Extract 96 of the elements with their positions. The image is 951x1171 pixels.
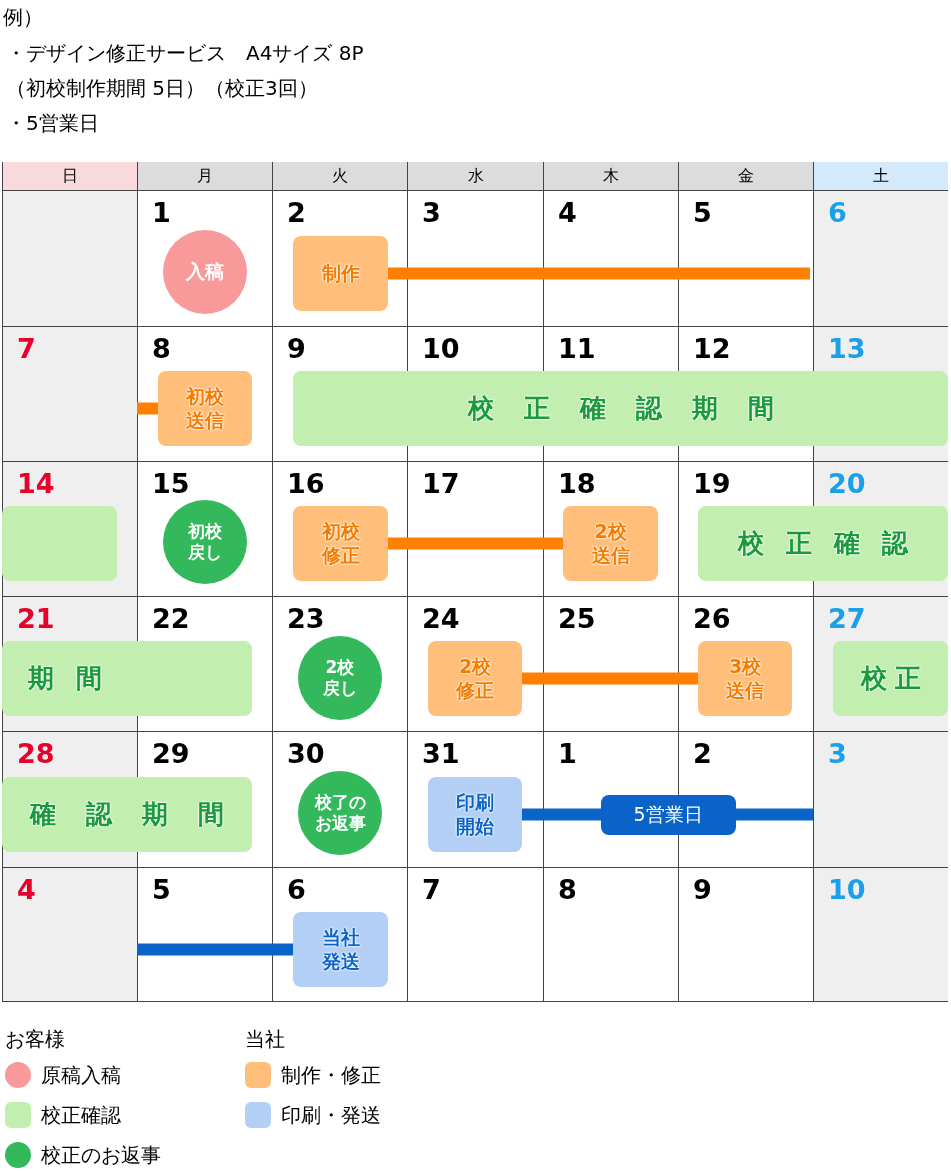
event-label: 2校送信 bbox=[590, 519, 631, 568]
task-box bbox=[428, 777, 522, 852]
day-number: 31 bbox=[422, 738, 460, 771]
event-label: 当社発送 bbox=[320, 925, 361, 974]
event-label: 校了のお返事 bbox=[313, 791, 367, 835]
task-box bbox=[293, 506, 388, 581]
day-number: 9 bbox=[287, 333, 306, 366]
event-label: 初校送信 bbox=[185, 384, 225, 433]
day-number: 3 bbox=[828, 738, 847, 771]
event-label: 校正確認 bbox=[736, 527, 930, 560]
event-label: 2校修正 bbox=[454, 654, 495, 703]
legend-text: 印刷・発送 bbox=[281, 1102, 381, 1129]
day-number: 21 bbox=[17, 603, 55, 636]
day-number: 5 bbox=[152, 874, 171, 907]
day-number: 14 bbox=[17, 468, 55, 501]
legend-text: 原稿入稿 bbox=[41, 1062, 121, 1089]
day-number: 20 bbox=[828, 468, 866, 501]
task-box bbox=[158, 371, 252, 446]
day-number: 1 bbox=[558, 738, 577, 771]
period-band bbox=[293, 371, 948, 446]
task-box bbox=[293, 236, 388, 311]
day-number: 19 bbox=[693, 468, 731, 501]
task-box bbox=[293, 912, 388, 987]
event-label: 初校戻し bbox=[187, 520, 223, 564]
connector-line bbox=[388, 537, 563, 550]
event-label: 制作 bbox=[320, 261, 361, 286]
day-number: 17 bbox=[422, 468, 460, 501]
weekday-header: 金 bbox=[678, 162, 813, 190]
legend-text: 校正確認 bbox=[41, 1102, 121, 1129]
legend-heading: お客様 bbox=[5, 1026, 65, 1053]
day-number: 10 bbox=[828, 874, 866, 907]
day-number: 5 bbox=[693, 197, 712, 230]
day-number: 18 bbox=[558, 468, 596, 501]
task-box bbox=[563, 506, 658, 581]
connector-line bbox=[388, 267, 810, 280]
day-number: 2 bbox=[693, 738, 712, 771]
period-band bbox=[2, 506, 117, 581]
day-number: 23 bbox=[287, 603, 325, 636]
weekday-header: 火 bbox=[272, 162, 407, 190]
day-number: 25 bbox=[558, 603, 596, 636]
connector-line bbox=[522, 672, 698, 685]
day-number: 9 bbox=[693, 874, 712, 907]
event-label: 校正確認期間 bbox=[466, 392, 804, 425]
day-number: 28 bbox=[17, 738, 55, 771]
event-label: 入稿 bbox=[184, 260, 225, 284]
day-number: 27 bbox=[828, 603, 866, 636]
legend-text: 制作・修正 bbox=[281, 1062, 381, 1089]
day-number: 11 bbox=[558, 333, 596, 366]
day-number: 26 bbox=[693, 603, 731, 636]
day-number: 7 bbox=[17, 333, 36, 366]
connector-line bbox=[137, 402, 158, 415]
edge-label: 5営業日 bbox=[600, 794, 736, 835]
weekday-header: 木 bbox=[543, 162, 678, 190]
note-text: （初校制作期間 5日）（校正3回） bbox=[6, 75, 318, 102]
day-number: 4 bbox=[558, 197, 577, 230]
event-label: 校正 bbox=[859, 662, 929, 695]
weekday-header: 水 bbox=[407, 162, 543, 190]
event-label: 2校戻し bbox=[322, 656, 358, 700]
event-label: 印刷開始 bbox=[455, 790, 495, 839]
legend-text: 校正のお返事 bbox=[41, 1142, 161, 1169]
note-text: ・デザイン修正サービス A4サイズ 8P bbox=[6, 40, 364, 67]
legend-heading: 当社 bbox=[245, 1026, 285, 1053]
day-number: 16 bbox=[287, 468, 325, 501]
event-label: 初校修正 bbox=[320, 519, 361, 568]
day-number: 30 bbox=[287, 738, 325, 771]
title: 例） bbox=[3, 4, 43, 31]
period-band bbox=[698, 506, 948, 581]
day-number: 12 bbox=[693, 333, 731, 366]
day-number: 7 bbox=[422, 874, 441, 907]
day-number: 24 bbox=[422, 603, 460, 636]
period-band bbox=[833, 641, 948, 716]
connector-line bbox=[137, 943, 293, 956]
event-label: 期間 bbox=[28, 662, 124, 695]
weekday-header: 日 bbox=[2, 162, 137, 190]
day-number: 8 bbox=[558, 874, 577, 907]
period-band bbox=[2, 777, 252, 852]
weekday-header: 土 bbox=[813, 162, 948, 190]
day-number: 29 bbox=[152, 738, 190, 771]
task-box bbox=[428, 641, 522, 716]
day-number: 15 bbox=[152, 468, 190, 501]
day-number: 6 bbox=[287, 874, 306, 907]
day-number: 22 bbox=[152, 603, 190, 636]
weekday-header: 月 bbox=[137, 162, 272, 190]
task-box bbox=[698, 641, 792, 716]
day-number: 2 bbox=[287, 197, 306, 230]
event-label: 3校送信 bbox=[725, 654, 765, 703]
day-number: 4 bbox=[17, 874, 36, 907]
event-label: 確認期間 bbox=[28, 798, 254, 831]
day-number: 6 bbox=[828, 197, 847, 230]
day-number: 8 bbox=[152, 333, 171, 366]
note-text: ・5営業日 bbox=[6, 110, 99, 137]
period-band bbox=[2, 641, 252, 716]
day-number: 3 bbox=[422, 197, 441, 230]
day-number: 13 bbox=[828, 333, 866, 366]
day-number: 10 bbox=[422, 333, 460, 366]
day-number: 1 bbox=[152, 197, 171, 230]
